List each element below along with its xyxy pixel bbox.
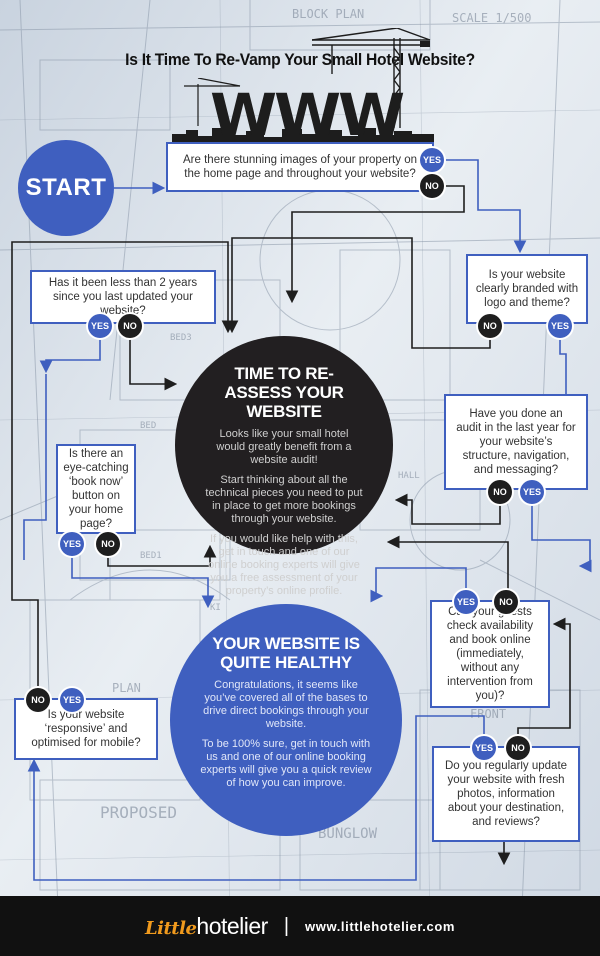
blueprint-label-bed1: BED1 [140,551,162,561]
updated-no-badge: NO [118,314,142,338]
brand-little: Little [144,917,197,939]
footer-bar: Littlehotelier | www.littlehotelier.com [0,896,600,956]
healthy-title: YOUR WEBSITE IS QUITE HEALTHY [212,634,360,672]
brand-hotelier: hotelier [196,912,268,939]
question-book-online: Can your guests check availability and b… [430,600,550,708]
blueprint-label-ki: KI [210,603,221,613]
hero-www: WWW [209,81,405,149]
question-audit: Have you done an audit in the last year … [444,394,588,490]
responsive-yes-badge: YES [60,688,84,712]
footer-url-link[interactable]: www.littlehotelier.com [305,918,456,934]
question-book-now: Is there an eye-catching ‘book now’ butt… [56,444,136,534]
blueprint-label-proposed: PROPOSED [100,803,177,822]
reassess-text-3: If you would like help with this, get in… [208,533,360,597]
responsive-no-badge: NO [26,688,50,712]
book-online-yes-badge: YES [454,590,478,614]
blueprint-label-plan: PLAN [112,681,141,695]
brand-logo: Littlehotelier [145,913,268,940]
audit-no-badge: NO [488,480,512,504]
question-photos: Do you regularly update your website wit… [432,746,580,842]
crane-small-icon [184,78,241,126]
photos-no-badge: NO [506,736,530,760]
crane-icon [312,28,431,128]
blueprint-label-bed3: BED3 [170,333,192,343]
blueprint-label-bed: BED [140,421,156,431]
footer-separator: | [283,914,290,937]
reassess-text-2: Start thinking about all the technical p… [205,474,363,525]
skyline-icon [172,128,434,142]
images-no-badge: NO [420,174,444,198]
page-title: Is It Time To Re-Vamp Your Small Hotel W… [125,50,475,69]
reassess-text-1: Looks like your small hotel would greatl… [216,428,352,466]
audit-yes-badge: YES [520,480,544,504]
photos-yes-badge: YES [472,736,496,760]
updated-yes-badge: YES [88,314,112,338]
question-branded: Is your website clearly branded with log… [466,254,588,324]
question-images: Are there stunning images of your proper… [166,142,434,192]
reassess-circle: TIME TO RE-ASSESS YOUR WEBSITE Looks lik… [175,336,393,597]
blueprint-label-scale: SCALE 1/500 [452,11,531,25]
healthy-circle: YOUR WEBSITE IS QUITE HEALTHY Congratula… [170,604,402,836]
branded-no-badge: NO [478,314,502,338]
healthy-text-2: To be 100% sure, get in touch with us an… [200,738,372,789]
blueprint-label-front: FRONT [470,707,506,721]
book-now-yes-badge: YES [60,532,84,556]
blueprint-label-hall: HALL [398,471,420,481]
images-yes-badge: YES [420,148,444,172]
book-online-no-badge: NO [494,590,518,614]
start-circle: START [18,140,114,236]
reassess-title: TIME TO RE-ASSESS YOUR WEBSITE [224,364,344,421]
healthy-text-1: Congratulations, it seems like you’ve co… [203,679,369,730]
blueprint-label-block-plan: BLOCK PLAN [292,7,364,21]
book-now-no-badge: NO [96,532,120,556]
branded-yes-badge: YES [548,314,572,338]
